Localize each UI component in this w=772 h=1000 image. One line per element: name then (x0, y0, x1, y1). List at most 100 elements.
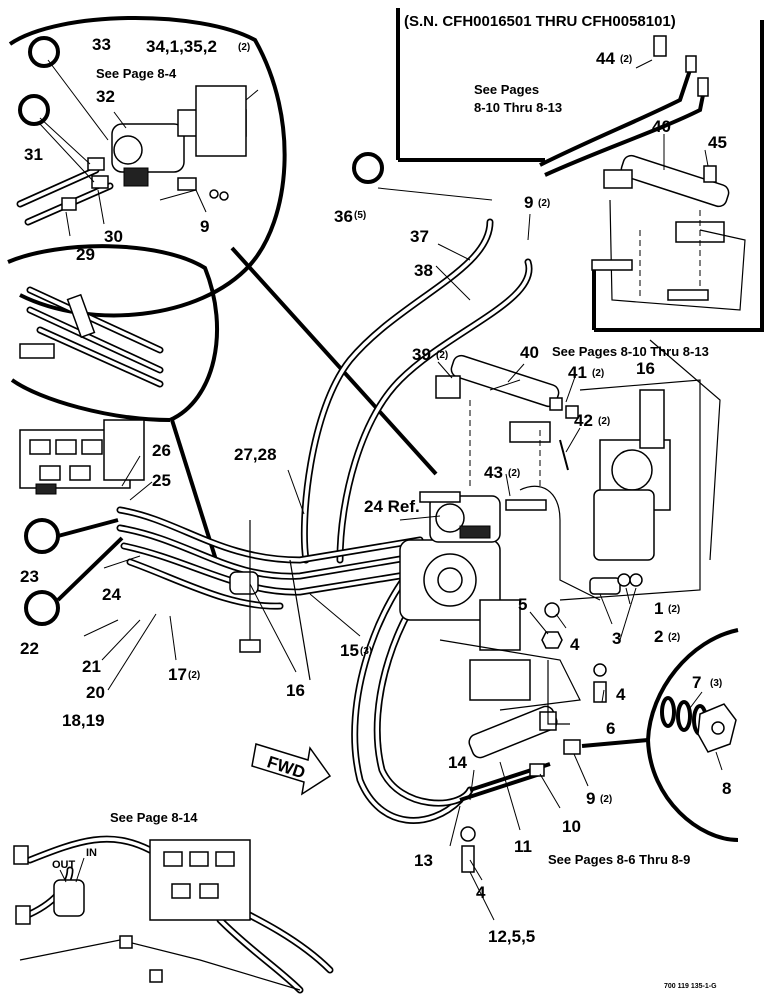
callout-34: 34,1,35,2 (146, 37, 217, 56)
callout-41: 41 (568, 363, 587, 382)
inset-fitting-upper (697, 77, 709, 97)
callout-22: 22 (20, 639, 39, 658)
callout-29: 29 (76, 245, 95, 264)
filter-canister (53, 879, 85, 917)
fitting-9-lower (563, 739, 581, 755)
lower-cylinder-assembly (460, 628, 739, 873)
callout-leaders (83, 187, 723, 921)
note-see-page-8-14: See Page 8-14 (110, 810, 198, 825)
ring-7a (660, 696, 676, 728)
callout-24: 24 (102, 585, 121, 604)
o-ring-33 (28, 36, 60, 68)
callout-32: 32 (96, 87, 115, 106)
callout-7-qty: (3) (710, 678, 722, 689)
callout-44-qty: (2) (620, 54, 632, 65)
detail-circle-motor (8, 15, 438, 476)
callout-30: 30 (104, 227, 123, 246)
motor-mount-plate (195, 85, 247, 157)
callout-17: 17 (168, 665, 187, 684)
callout-11: 11 (514, 837, 532, 856)
callout-15-qty: (3) (360, 646, 372, 657)
serial-header: (S.N. CFH0016501 THRU CFH0058101) (404, 13, 676, 30)
callout-9-detail: 9 (200, 217, 209, 236)
callout-10: 10 (562, 817, 581, 836)
label-out: OUT (52, 859, 76, 871)
callout-23: 23 (20, 567, 39, 586)
right-frame-assembly (419, 339, 721, 649)
note-see-page-8-4: See Page 8-4 (96, 66, 177, 81)
callout-41-qty: (2) (592, 368, 604, 379)
callout-4-right: 4 (616, 685, 626, 704)
callout-24-ref: 24 Ref. (364, 497, 420, 516)
callout-9-upper: 9 (524, 193, 533, 212)
note-see-pages-40: See Pages 8-10 Thru 8-13 (552, 344, 709, 359)
callout-12-5-5: 12,5,5 (488, 927, 535, 946)
bracket-3 (589, 577, 621, 595)
callout-9-lower-qty: (2) (600, 794, 612, 805)
callout-38: 38 (414, 261, 433, 280)
callout-43: 43 (484, 463, 503, 482)
callout-44: 44 (596, 49, 615, 68)
callout-26: 26 (152, 441, 171, 460)
label-in: IN (86, 847, 97, 859)
fwd-label: FWD (265, 752, 308, 782)
callout-31: 31 (24, 145, 43, 164)
callout-6: 6 (606, 719, 615, 738)
callout-20: 20 (86, 683, 105, 702)
washer-4 (544, 602, 560, 618)
callout-36-qty: (5) (354, 210, 366, 221)
detail-circle-hose-bundle (7, 244, 219, 561)
serial-inset-box: (S.N. CFH0016501 THRU CFH0058101) See Pa… (396, 8, 764, 332)
figure-id: 700 119 135-1-G (664, 983, 717, 990)
callout-3: 3 (612, 629, 621, 648)
bundle-pointer-line (170, 419, 218, 561)
callout-37: 37 (410, 227, 429, 246)
callout-8: 8 (722, 779, 731, 798)
bundle-bolt (19, 343, 55, 359)
fwd-arrow-shape (251, 743, 332, 796)
callout-16-right: 16 (636, 359, 655, 378)
callout-9-upper-qty: (2) (538, 198, 550, 209)
detail-circle-outline (8, 15, 287, 318)
bundle-clamp (66, 293, 96, 339)
callout-7: 7 (692, 673, 701, 692)
clamp-16-upper (229, 571, 259, 595)
main-hoses (116, 218, 551, 824)
callout-4-upper: 4 (570, 635, 580, 654)
fitting-29 (61, 197, 77, 211)
callout-15: 15 (340, 641, 359, 660)
inset-bolt-1 (591, 259, 633, 271)
detail-pointer-line (230, 246, 438, 476)
callout-40: 40 (520, 343, 539, 362)
note-see-pages-top-2: 8-10 Thru 8-13 (474, 100, 562, 115)
callout-9-lower: 9 (586, 789, 595, 808)
o-ring-31 (18, 94, 50, 126)
fitting-30a (87, 157, 105, 171)
callout-34-qty: (2) (238, 42, 250, 53)
callout-2: 2 (654, 627, 663, 646)
callout-27-28: 27,28 (234, 445, 277, 464)
callout-4-lower: 4 (476, 883, 486, 902)
note-see-pages-top-1: See Pages (474, 82, 539, 97)
inset-hose-1 (539, 69, 692, 167)
washer-4-lower (460, 826, 476, 842)
washer-4-right (593, 663, 607, 677)
callout-18-19: 18,19 (62, 711, 105, 730)
o-ring-36 (352, 152, 384, 184)
callout-45: 45 (708, 133, 727, 152)
bolt-6 (593, 681, 607, 703)
valve-assembly-left (19, 419, 145, 626)
nut-5 (541, 631, 563, 649)
inset-bracket-a (603, 169, 633, 189)
bottom-left-subassembly (13, 835, 334, 994)
callout-42: 42 (574, 411, 593, 430)
ring-7b (676, 700, 692, 732)
callout-33: 33 (92, 35, 111, 54)
callout-40-inset: 40 (652, 117, 671, 136)
fitting-9-detail (177, 177, 197, 191)
o-ring-23 (24, 518, 60, 554)
callout-1-qty: (2) (668, 604, 680, 615)
clip-16-right (639, 389, 665, 449)
inset-fitting-45 (703, 165, 717, 183)
